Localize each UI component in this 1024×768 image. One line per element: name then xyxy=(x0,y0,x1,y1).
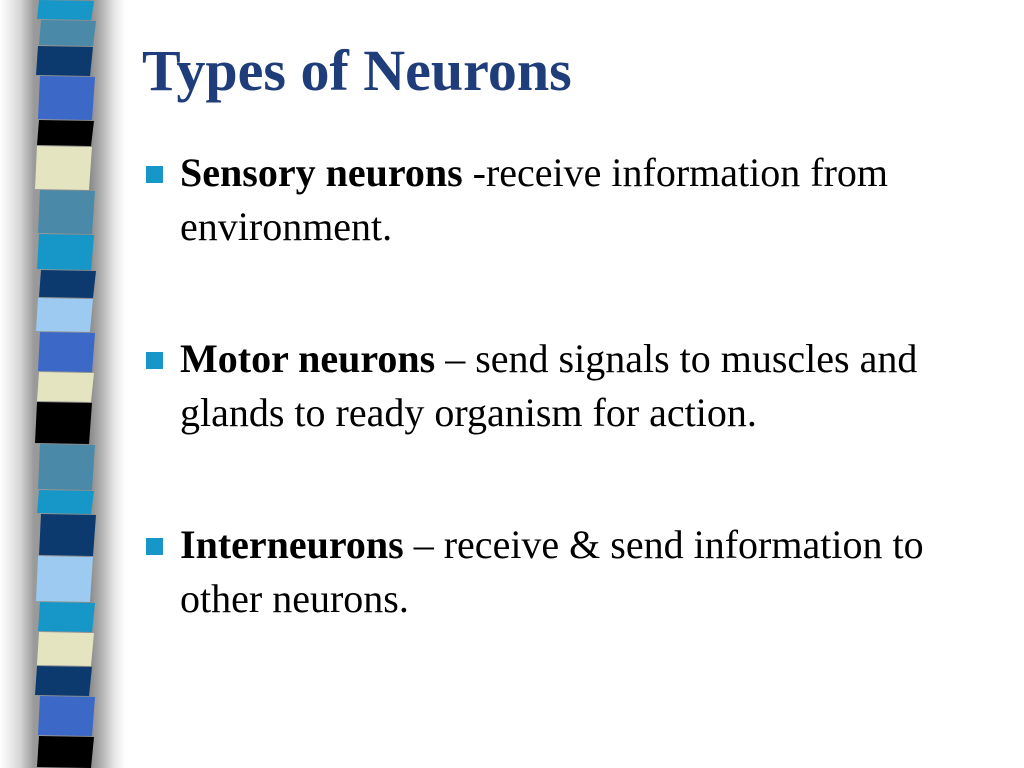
stripe-segment xyxy=(38,444,95,490)
stripe-segment xyxy=(37,490,94,514)
decorative-stripe-bar xyxy=(35,0,96,768)
stripe-segment xyxy=(38,190,95,234)
bullet-term: Sensory neurons xyxy=(180,150,463,195)
bullet-description: – receive & send information to other ne… xyxy=(180,522,924,621)
stripe-segment xyxy=(35,666,92,696)
bullet-description: -receive information from environment. xyxy=(180,150,889,249)
stripe-segment xyxy=(36,556,93,602)
stripe-segment xyxy=(37,372,94,402)
stripe-segment xyxy=(37,0,94,20)
stripe-segment xyxy=(38,696,95,736)
bullet-text: Motor neurons – send signals to muscles … xyxy=(180,332,1000,440)
stripe-segment xyxy=(35,402,92,444)
stripe-segment xyxy=(37,120,94,146)
stripe-segment xyxy=(36,46,93,76)
stripe-segment xyxy=(38,602,95,632)
bullet-term: Motor neurons xyxy=(180,336,436,381)
bullet-description: – send signals to muscles and glands to … xyxy=(180,336,918,435)
bullet-term: Interneurons xyxy=(180,522,404,567)
stripe-segment xyxy=(37,736,94,768)
stripe-segment xyxy=(35,146,92,190)
stripe-segment xyxy=(38,76,95,120)
slide-title: Types of Neurons xyxy=(142,38,572,103)
square-bullet-icon xyxy=(146,166,163,183)
stripe-segment xyxy=(37,632,94,666)
stripe-segment xyxy=(39,20,96,46)
stripe-segment xyxy=(36,298,93,332)
square-bullet-icon xyxy=(146,352,163,369)
stripe-segment xyxy=(39,514,96,556)
bullet-text: Interneurons – receive & send informatio… xyxy=(180,518,1000,626)
stripe-segment xyxy=(38,332,95,372)
bullet-text: Sensory neurons -receive information fro… xyxy=(180,146,1000,254)
square-bullet-icon xyxy=(146,538,163,555)
stripe-segment xyxy=(39,270,96,298)
stripe-segment xyxy=(37,234,94,270)
